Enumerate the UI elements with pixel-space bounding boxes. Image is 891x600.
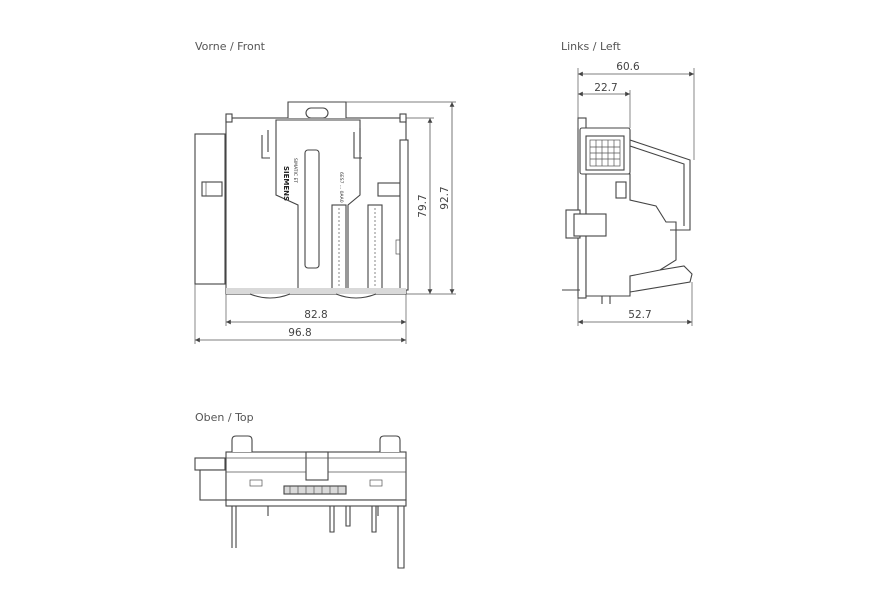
serial-text: 6ES7 ... 0AA0 xyxy=(338,172,344,203)
front-left-body xyxy=(194,133,226,285)
dim-82-8: 82.8 xyxy=(304,309,327,321)
front-left-latch xyxy=(201,181,223,197)
left-view: Links / Left xyxy=(561,40,695,326)
dim-92-7: 92.7 xyxy=(439,186,451,209)
model-text: SIMATIC ET xyxy=(292,158,298,183)
front-top-tab xyxy=(287,101,347,118)
left-wire-bracket xyxy=(629,139,691,231)
front-top-slot xyxy=(305,107,329,119)
left-view-label: Links / Left xyxy=(561,40,621,53)
left-connector-pins xyxy=(589,139,621,167)
dim-60-6: 60.6 xyxy=(616,61,640,73)
front-view: Vorne / Front SIEMENS SIMATIC ET 6ES7 ..… xyxy=(194,40,456,344)
top-left-latch xyxy=(194,457,226,471)
dim-22-7: 22.7 xyxy=(594,82,617,94)
left-connector-block xyxy=(579,127,631,175)
top-view-label: Oben / Top xyxy=(195,411,254,424)
brand-text: SIEMENS xyxy=(282,166,290,201)
dim-79-7: 79.7 xyxy=(417,194,429,217)
top-connector-strip xyxy=(283,485,347,495)
left-body-profile xyxy=(585,173,677,297)
front-view-label: Vorne / Front xyxy=(195,40,266,53)
dim-96-8: 96.8 xyxy=(288,327,311,339)
top-center-tab xyxy=(305,451,329,481)
dim-52-7: 52.7 xyxy=(628,309,651,321)
top-view: Oben / Top xyxy=(194,411,407,569)
top-pin-right xyxy=(397,506,405,569)
